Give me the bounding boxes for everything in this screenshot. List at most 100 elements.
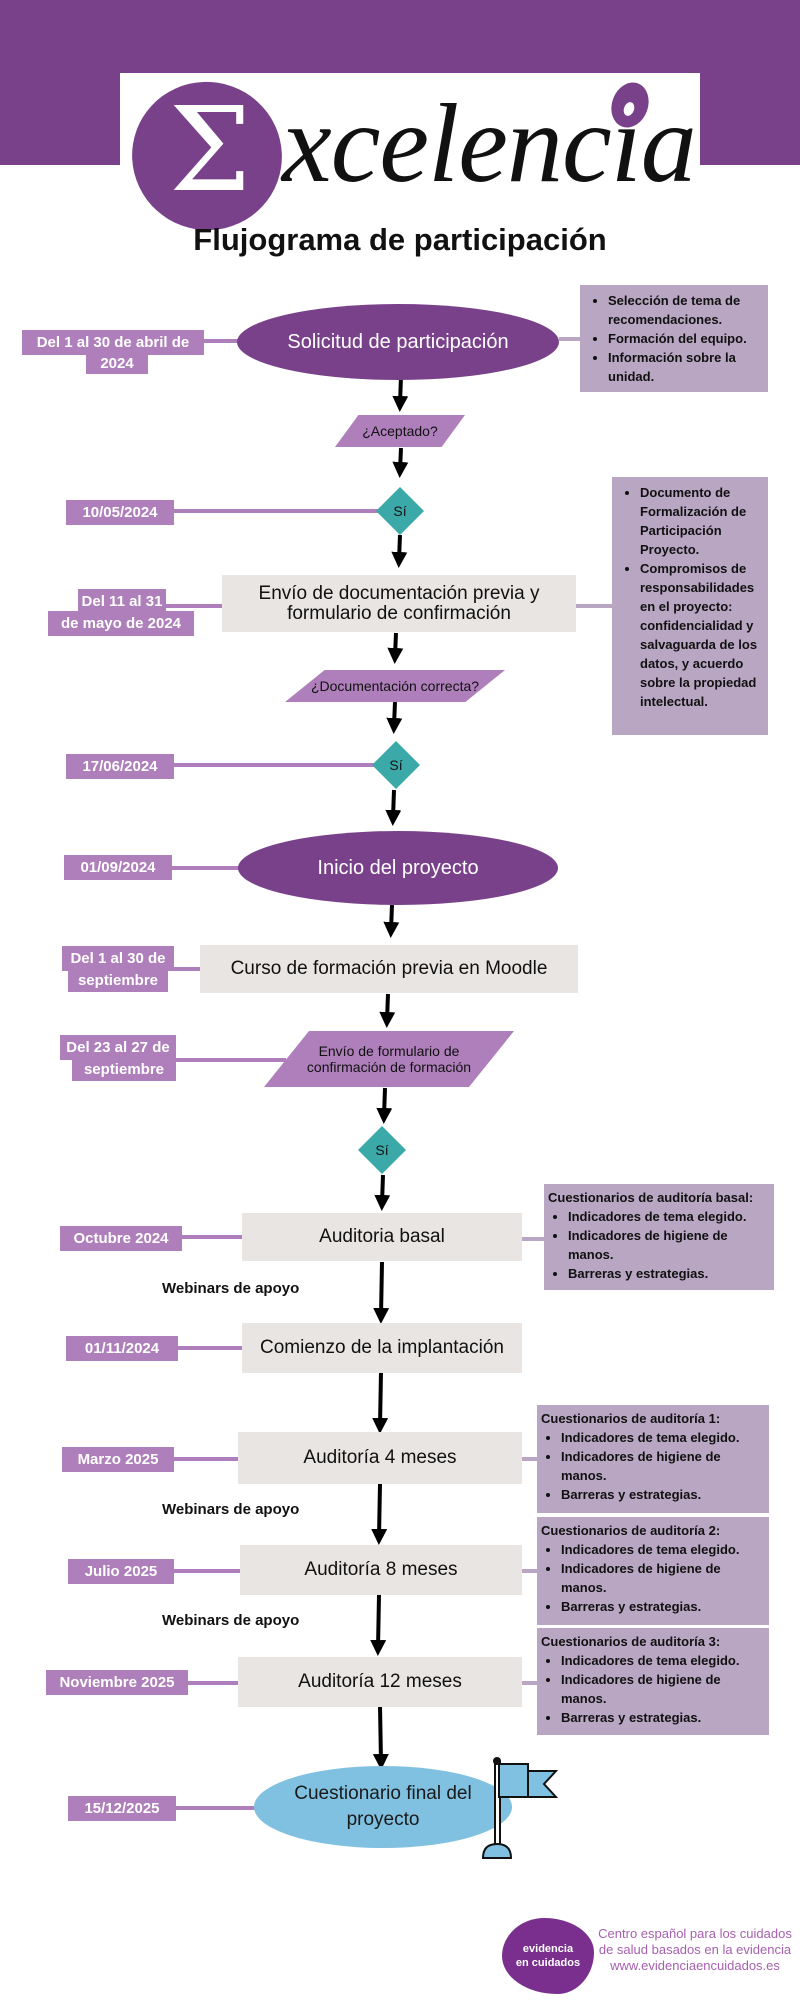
note-auditoria-3: Cuestionarios de auditoría 3: Indicadore… xyxy=(537,1628,769,1735)
connector xyxy=(559,337,581,341)
date-label-envio-doc-2: de mayo de 2024 xyxy=(48,611,194,636)
note-item: Barreras y estrategias. xyxy=(568,1264,770,1283)
connector xyxy=(174,763,374,767)
yes-label: Sí xyxy=(389,757,403,773)
connector xyxy=(170,1806,260,1810)
connector xyxy=(522,1237,544,1241)
note-item: Indicadores de higiene de manos. xyxy=(568,1226,770,1264)
note-auditoria-basal: Cuestionarios de auditoría basal: Indica… xyxy=(544,1184,774,1290)
arrow xyxy=(386,701,403,734)
decision-yes-1: Sí xyxy=(376,487,424,535)
arrow xyxy=(371,1483,388,1545)
date-label-implantacion: 01/11/2024 xyxy=(66,1336,178,1361)
footer-logo-line: evidencia xyxy=(522,1943,574,1955)
footer-logo-line: en cuidados xyxy=(515,1957,581,1969)
arrow xyxy=(383,904,400,938)
date-label-envio-form-2: septiembre xyxy=(72,1058,176,1081)
arrow xyxy=(391,534,408,568)
decision-yes-2: Sí xyxy=(372,741,420,789)
connector xyxy=(576,604,612,608)
arrow xyxy=(374,1174,391,1211)
connector xyxy=(186,1681,242,1685)
note-item: Compromisos de responsabilidades en el p… xyxy=(640,559,760,711)
date-label-inicio: 01/09/2024 xyxy=(64,855,172,880)
arrow xyxy=(392,447,409,478)
note-item: Selección de tema de recomendaciones. xyxy=(608,291,760,329)
note-item: Indicadores de higiene de manos. xyxy=(561,1670,765,1708)
footer-logo: evidencia en cuidados xyxy=(502,1918,594,1994)
step-envio-documentacion: Envío de documentación previa y formular… xyxy=(222,575,576,632)
note-heading: Cuestionarios de auditoría 3: xyxy=(541,1634,721,1649)
note-item: Indicadores de tema elegido. xyxy=(561,1540,765,1559)
arrow xyxy=(372,1705,389,1770)
connector xyxy=(170,1457,242,1461)
date-label-final: 15/12/2025 xyxy=(68,1796,176,1821)
note-item: Formación del equipo. xyxy=(608,329,760,348)
arrow xyxy=(370,1594,387,1656)
note-item: Indicadores de higiene de manos. xyxy=(561,1559,765,1597)
note-envio-documentacion: Documento de Formalización de Participac… xyxy=(612,477,768,735)
step-envio-formulario: Envío de formulario de confirmación de f… xyxy=(264,1031,514,1087)
date-label-aud8: Julio 2025 xyxy=(68,1559,174,1584)
yes-label: Sí xyxy=(393,503,407,519)
arrow xyxy=(376,1087,393,1124)
step-line: Envío de formulario de xyxy=(318,1043,460,1059)
connector xyxy=(522,1457,538,1461)
date-label-auditoria-basal: Octubre 2024 xyxy=(60,1226,182,1251)
arrow xyxy=(385,789,402,826)
step-inicio-proyecto: Inicio del proyecto xyxy=(238,831,558,905)
note-item: Barreras y estrategias. xyxy=(561,1485,765,1504)
note-item: Barreras y estrategias. xyxy=(561,1708,765,1727)
note-heading: Cuestionarios de auditoría basal: xyxy=(548,1190,754,1205)
step-auditoria-4-meses: Auditoría 4 meses xyxy=(238,1432,522,1484)
note-item: Información sobre la unidad. xyxy=(608,348,760,386)
step-auditoria-8-meses: Auditoría 8 meses xyxy=(240,1545,522,1595)
logo-sigma: Σ xyxy=(168,83,251,218)
connector xyxy=(172,1346,242,1350)
connector xyxy=(170,1569,242,1573)
note-item: Barreras y estrategias. xyxy=(561,1597,765,1616)
footer-url[interactable]: www.evidenciaencuidados.es xyxy=(610,1958,780,1973)
webinar-label-3: Webinars de apoyo xyxy=(162,1612,300,1629)
date-label-curso: Del 1 al 30 de xyxy=(62,946,174,971)
arrow xyxy=(392,375,409,412)
step-curso-moodle: Curso de formación previa en Moodle xyxy=(200,945,578,993)
footer-line: de salud basados en la evidencia xyxy=(598,1942,792,1957)
connector xyxy=(168,1058,286,1062)
date-line: Del 1 al 30 de abril de xyxy=(36,334,190,351)
arrow xyxy=(387,632,404,664)
date-label-solicitud-year: 2024 xyxy=(86,353,148,374)
note-item: Indicadores de higiene de manos. xyxy=(561,1447,765,1485)
decision-documentacion-correcta: ¿Documentación correcta? xyxy=(285,670,505,702)
note-item: Indicadores de tema elegido. xyxy=(568,1207,770,1226)
footer-line: Centro español para los cuidados xyxy=(598,1926,792,1941)
connector xyxy=(522,1681,538,1685)
connector xyxy=(170,967,200,971)
page-title: Flujograma de participación xyxy=(193,222,607,257)
step-auditoria-basal: Auditoria basal xyxy=(242,1213,522,1261)
date-label-aud12: Noviembre 2025 xyxy=(46,1670,188,1695)
webinar-label-1: Webinars de apoyo xyxy=(162,1280,300,1297)
date-label-aud4: Marzo 2025 xyxy=(62,1447,174,1472)
step-line: Envío de documentación previa y xyxy=(258,582,540,604)
note-item: Indicadores de tema elegido. xyxy=(561,1651,765,1670)
note-heading: Cuestionarios de auditoría 2: xyxy=(541,1523,721,1538)
connector xyxy=(204,339,244,343)
note-auditoria-2: Cuestionarios de auditoría 2: Indicadore… xyxy=(537,1517,769,1625)
step-comienzo-implantacion: Comienzo de la implantación xyxy=(242,1323,522,1373)
step-line: proyecto xyxy=(346,1809,420,1830)
note-solicitud: Selección de tema de recomendaciones. Fo… xyxy=(580,285,768,392)
connector xyxy=(166,604,222,608)
date-label-solicitud: Del 1 al 30 de abril de xyxy=(22,330,204,355)
date-label-curso-2: septiembre xyxy=(68,969,168,992)
webinar-label-2: Webinars de apoyo xyxy=(162,1501,300,1518)
step-auditoria-12-meses: Auditoría 12 meses xyxy=(238,1657,522,1707)
step-solicitud: Solicitud de participación xyxy=(237,304,559,380)
date-label-si1: 10/05/2024 xyxy=(66,500,174,525)
date-label-si2: 17/06/2024 xyxy=(66,754,174,779)
step-line: confirmación de formación xyxy=(306,1059,472,1075)
step-cuestionario-final: Cuestionario final del proyecto xyxy=(254,1766,512,1848)
arrow xyxy=(372,1371,389,1434)
connector xyxy=(522,1569,538,1573)
